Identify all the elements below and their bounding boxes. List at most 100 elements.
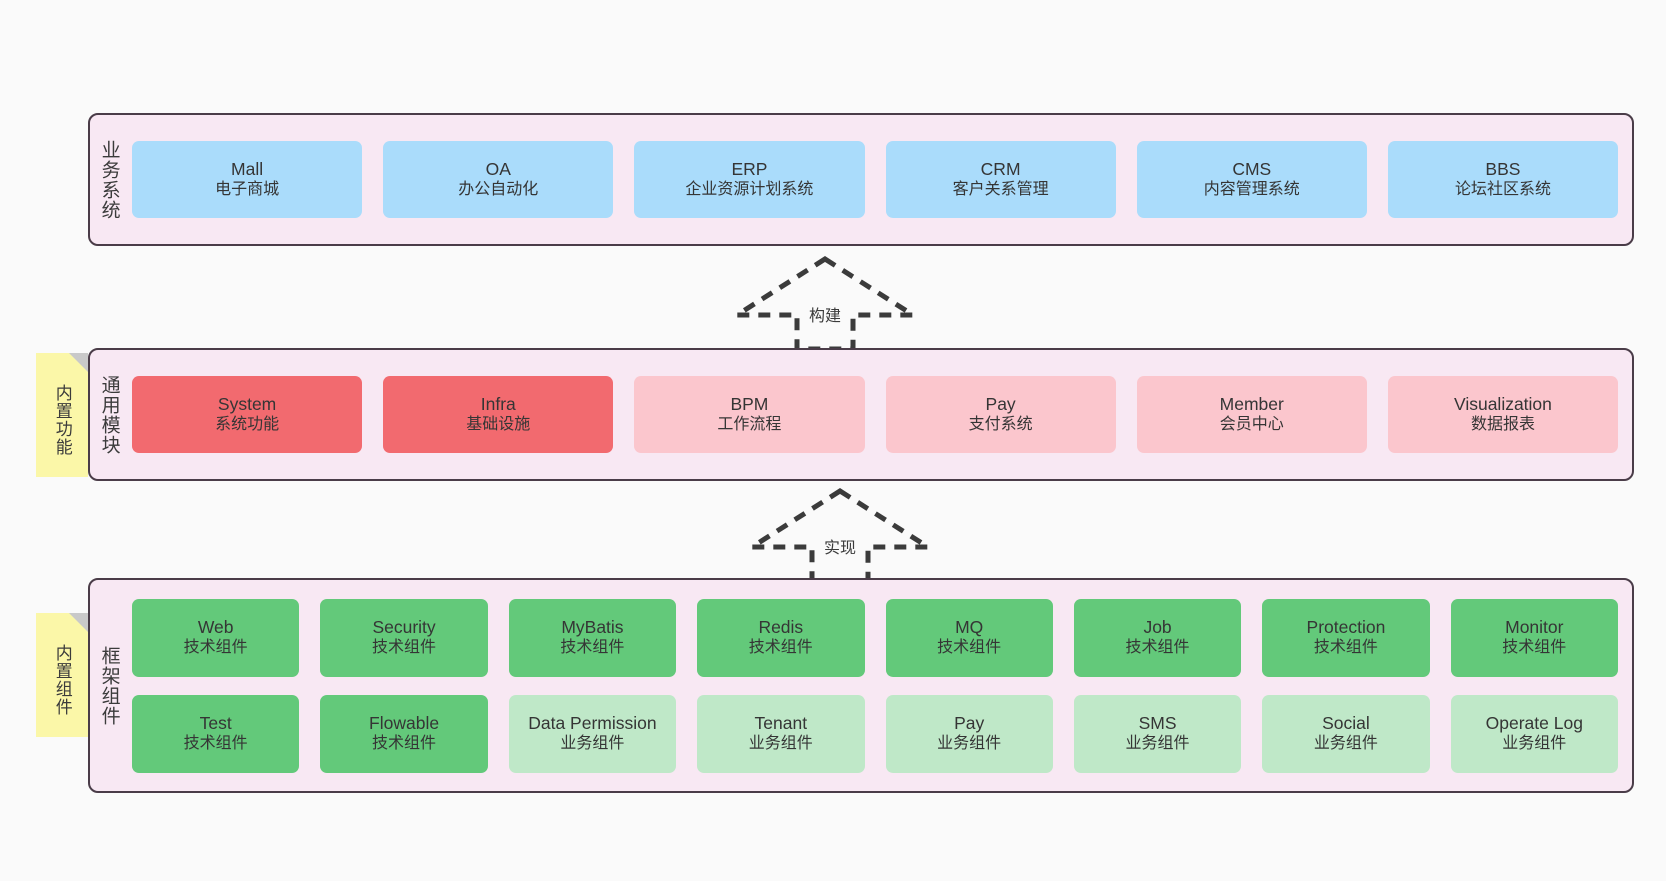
card-subtitle: 支付系统 <box>968 416 1033 434</box>
card-pay-business[interactable]: Pay 业务组件 <box>885 694 1053 773</box>
card-row: Web 技术组件 Security 技术组件 MyBatis 技术组件 Redi… <box>132 598 1618 677</box>
card-subtitle: 技术组件 <box>937 639 1002 657</box>
card-member[interactable]: Member 会员中心 <box>1136 376 1367 453</box>
card-row: Mall 电子商城 OA 办公自动化 ERP 企业资源计划系统 CRM 客户关系… <box>132 141 1619 218</box>
card-flowable[interactable]: Flowable 技术组件 <box>320 694 488 773</box>
card-subtitle: 业务组件 <box>1125 735 1190 753</box>
card-row: Test 技术组件 Flowable 技术组件 Data Permission … <box>132 694 1618 773</box>
card-protection[interactable]: Protection 技术组件 <box>1262 598 1430 677</box>
card-redis[interactable]: Redis 技术组件 <box>697 598 865 677</box>
card-monitor[interactable]: Monitor 技术组件 <box>1450 598 1618 677</box>
card-title: Data Permission <box>528 713 657 734</box>
card-subtitle: 业务组件 <box>1502 735 1567 753</box>
card-subtitle: 业务组件 <box>560 735 625 753</box>
card-title: Test <box>199 713 232 734</box>
card-subtitle: 技术组件 <box>1313 639 1378 657</box>
card-social[interactable]: Social 业务组件 <box>1262 694 1430 773</box>
layer-title-common-modules: 通用模块 <box>98 374 120 455</box>
card-title: MQ <box>955 617 984 638</box>
card-title: Flowable <box>369 713 440 734</box>
layer-body-business-systems: Mall 电子商城 OA 办公自动化 ERP 企业资源计划系统 CRM 客户关系… <box>128 115 1632 244</box>
card-title: Mall <box>231 159 264 180</box>
card-title: Pay <box>954 713 985 734</box>
card-subtitle: 业务组件 <box>1313 735 1378 753</box>
card-subtitle: 业务组件 <box>748 735 813 753</box>
layer-framework-components: 框架组件 Web 技术组件 Security 技术组件 MyBatis 技术组件… <box>88 578 1634 793</box>
card-bpm[interactable]: BPM 工作流程 <box>634 376 865 453</box>
note-text: 内置功能 <box>52 384 72 456</box>
card-tenant[interactable]: Tenant 业务组件 <box>697 694 865 773</box>
card-mall[interactable]: Mall 电子商城 <box>132 141 363 218</box>
card-oa[interactable]: OA 办公自动化 <box>383 141 614 218</box>
card-subtitle: 系统功能 <box>215 416 280 434</box>
card-title: Visualization <box>1453 394 1552 415</box>
card-subtitle: 业务组件 <box>937 735 1002 753</box>
connector-implement: 实现 <box>743 487 937 584</box>
card-mq[interactable]: MQ 技术组件 <box>885 598 1053 677</box>
note-builtin-components: 内置组件 <box>36 613 88 737</box>
layer-title-business-systems: 业务系统 <box>98 139 120 220</box>
card-subtitle: 技术组件 <box>183 639 248 657</box>
card-title: CRM <box>980 159 1021 180</box>
card-subtitle: 基础设施 <box>466 416 531 434</box>
card-title: Infra <box>480 394 516 415</box>
card-title: Job <box>1143 617 1172 638</box>
card-title: MyBatis <box>561 617 624 638</box>
card-title: Pay <box>985 394 1016 415</box>
card-infra[interactable]: Infra 基础设施 <box>383 376 614 453</box>
card-data-permission[interactable]: Data Permission 业务组件 <box>508 694 677 773</box>
card-title: SMS <box>1138 713 1177 734</box>
card-subtitle: 技术组件 <box>183 735 248 753</box>
card-subtitle: 客户关系管理 <box>952 181 1049 199</box>
card-title: Social <box>1322 713 1370 734</box>
card-sms[interactable]: SMS 业务组件 <box>1073 694 1242 773</box>
layer-body-common-modules: System 系统功能 Infra 基础设施 BPM 工作流程 Pay 支付系统… <box>128 350 1632 479</box>
card-mybatis[interactable]: MyBatis 技术组件 <box>508 598 677 677</box>
card-system[interactable]: System 系统功能 <box>132 376 363 453</box>
card-title: Redis <box>758 617 804 638</box>
card-subtitle: 技术组件 <box>1502 639 1567 657</box>
card-bbs[interactable]: BBS 论坛社区系统 <box>1387 141 1619 218</box>
card-row: System 系统功能 Infra 基础设施 BPM 工作流程 Pay 支付系统… <box>132 376 1619 453</box>
card-job[interactable]: Job 技术组件 <box>1073 598 1242 677</box>
layer-body-framework-components: Web 技术组件 Security 技术组件 MyBatis 技术组件 Redi… <box>128 580 1632 791</box>
card-subtitle: 技术组件 <box>1125 639 1190 657</box>
card-pay[interactable]: Pay 支付系统 <box>885 376 1116 453</box>
card-title: System <box>217 394 277 415</box>
card-crm[interactable]: CRM 客户关系管理 <box>885 141 1116 218</box>
layer-title-framework-components: 框架组件 <box>98 645 120 726</box>
dashed-up-arrow-icon <box>743 488 937 584</box>
card-web[interactable]: Web 技术组件 <box>132 598 300 677</box>
card-subtitle: 数据报表 <box>1470 416 1535 434</box>
layer-business-systems: 业务系统 Mall 电子商城 OA 办公自动化 ERP 企业资源计划系统 CRM… <box>88 113 1634 246</box>
card-erp[interactable]: ERP 企业资源计划系统 <box>634 141 865 218</box>
card-test[interactable]: Test 技术组件 <box>132 694 300 773</box>
card-subtitle: 技术组件 <box>560 639 625 657</box>
card-security[interactable]: Security 技术组件 <box>320 598 488 677</box>
card-title: BPM <box>730 394 769 415</box>
card-subtitle: 会员中心 <box>1219 416 1284 434</box>
card-subtitle: 论坛社区系统 <box>1454 181 1551 199</box>
layer-common-modules: 通用模块 System 系统功能 Infra 基础设施 BPM 工作流程 Pay… <box>88 348 1634 481</box>
card-title: Tenant <box>754 713 808 734</box>
card-title: Security <box>372 617 436 638</box>
card-subtitle: 技术组件 <box>372 639 437 657</box>
card-subtitle: 企业资源计划系统 <box>685 181 814 199</box>
card-cms[interactable]: CMS 内容管理系统 <box>1136 141 1367 218</box>
dashed-up-arrow-icon <box>728 256 922 352</box>
card-subtitle: 电子商城 <box>215 181 280 199</box>
card-visualization[interactable]: Visualization 数据报表 <box>1387 376 1619 453</box>
note-builtin-functions: 内置功能 <box>36 353 88 477</box>
card-subtitle: 技术组件 <box>372 735 437 753</box>
card-title: BBS <box>1485 159 1521 180</box>
card-title: Protection <box>1306 617 1386 638</box>
card-title: Web <box>197 617 234 638</box>
card-title: Member <box>1219 394 1284 415</box>
card-subtitle: 内容管理系统 <box>1203 181 1300 199</box>
note-text: 内置组件 <box>52 644 72 716</box>
card-title: Monitor <box>1505 617 1564 638</box>
card-operate-log[interactable]: Operate Log 业务组件 <box>1450 694 1618 773</box>
card-title: ERP <box>731 159 768 180</box>
card-title: Operate Log <box>1485 713 1583 734</box>
